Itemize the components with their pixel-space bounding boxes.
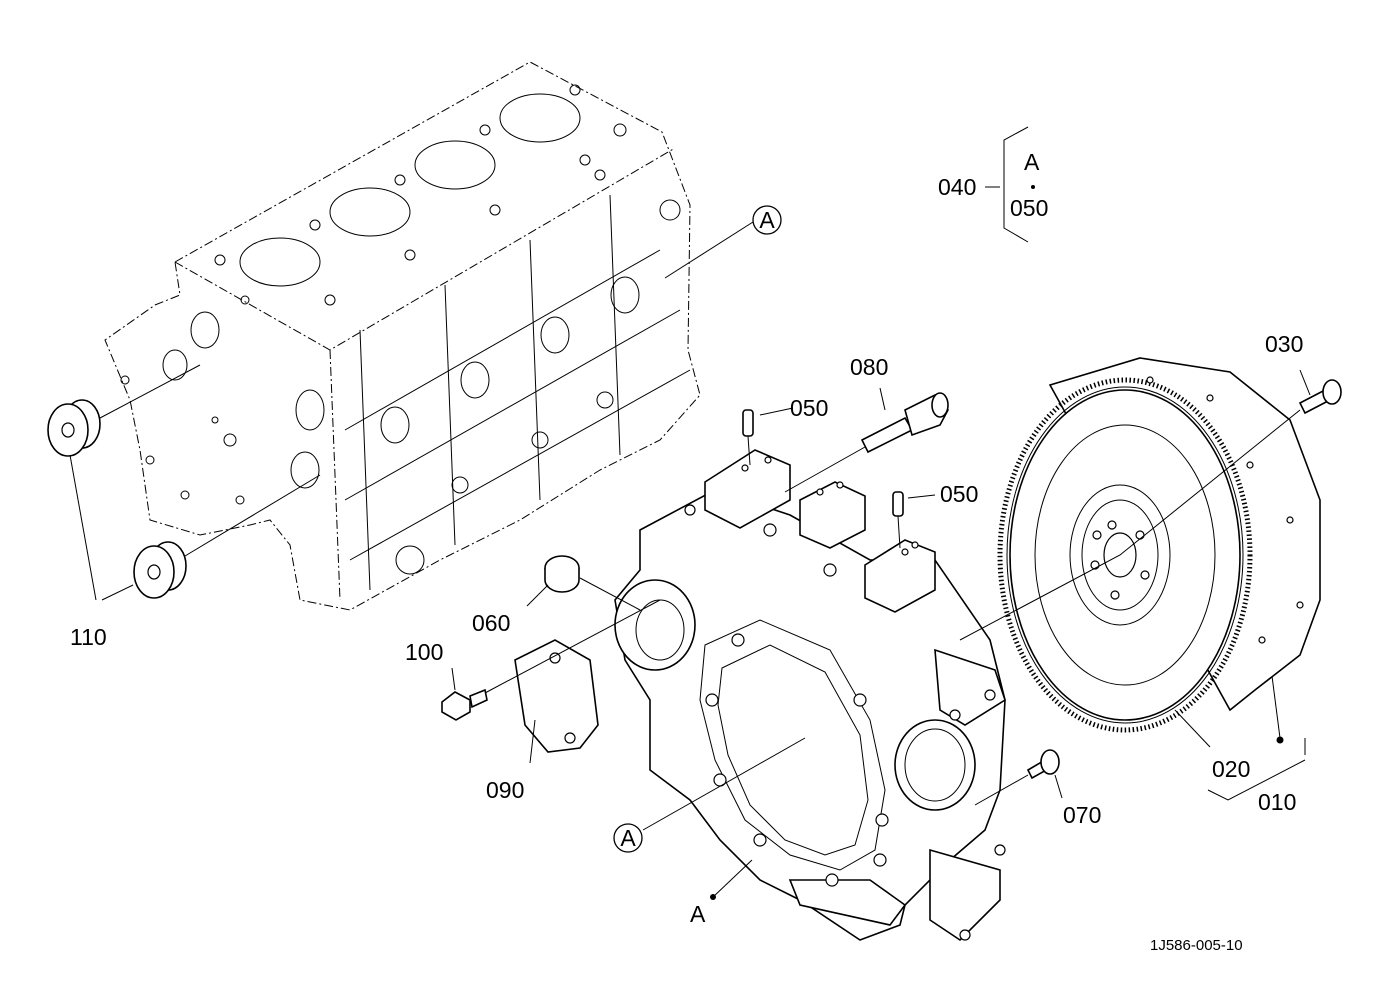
callout-050-group[interactable]: 050 xyxy=(1010,195,1048,221)
callout-030[interactable]: 030 xyxy=(1265,331,1303,357)
circle-ref-a-lower-text: A xyxy=(620,825,636,851)
flywheel-020[interactable] xyxy=(997,357,1321,733)
ref-dot-a xyxy=(710,894,716,900)
callout-020[interactable]: 020 xyxy=(1212,756,1250,782)
callout-060[interactable]: 060 xyxy=(472,610,510,636)
expansion-plug-110-upper[interactable] xyxy=(47,399,101,457)
ref-dot-010 xyxy=(1276,736,1284,744)
cylinder-block xyxy=(104,61,701,611)
circle-ref-a-upper[interactable]: A xyxy=(752,205,782,235)
callout-040[interactable]: 040 xyxy=(938,174,976,200)
callout-080[interactable]: 080 xyxy=(850,354,888,380)
bolt-100[interactable] xyxy=(441,688,488,721)
flywheel-housing[interactable] xyxy=(614,449,1006,942)
callout-050-right[interactable]: 050 xyxy=(940,481,978,507)
callout-110[interactable]: 110 xyxy=(70,624,107,650)
callout-100[interactable]: 100 xyxy=(405,639,443,665)
bolt-030[interactable] xyxy=(1298,379,1342,415)
group-dot xyxy=(1031,185,1035,189)
dowel-pin-050-left[interactable] xyxy=(742,409,754,437)
dowel-pin-050-right[interactable] xyxy=(892,491,904,517)
callout-090[interactable]: 090 xyxy=(486,777,524,803)
expansion-plug-110-lower[interactable] xyxy=(133,541,187,599)
leader-lines xyxy=(69,126,1311,899)
bolt-070[interactable] xyxy=(1026,749,1060,780)
circle-ref-a-upper-text: A xyxy=(759,207,775,233)
group-letter: A xyxy=(1024,149,1040,175)
dot-ref-a: A xyxy=(690,901,706,927)
cover-090[interactable] xyxy=(514,639,599,753)
plug-060[interactable] xyxy=(544,555,580,593)
bolt-080[interactable] xyxy=(860,392,949,454)
callout-050-top[interactable]: 050 xyxy=(790,395,828,421)
circle-ref-a-lower[interactable]: A xyxy=(613,823,643,853)
callout-010[interactable]: 010 xyxy=(1258,789,1296,815)
drawing-number: 1J586-005-10 xyxy=(1150,937,1243,954)
callout-070[interactable]: 070 xyxy=(1063,802,1101,828)
